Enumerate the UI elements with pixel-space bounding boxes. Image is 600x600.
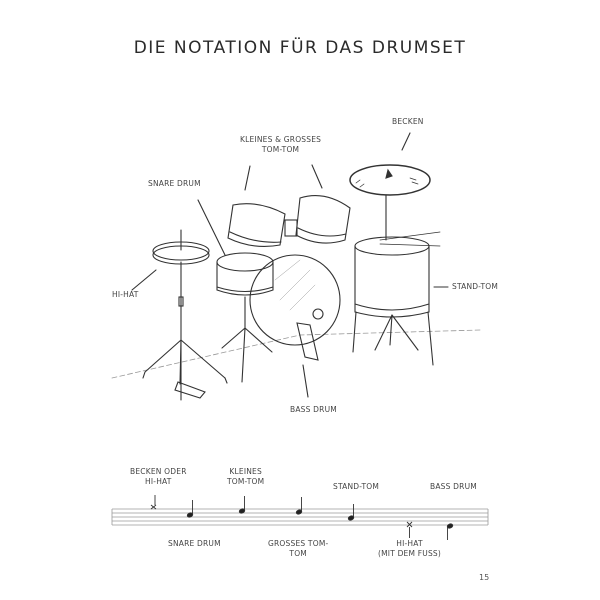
page-number: 15 <box>479 573 490 582</box>
page-title: DIE NOTATION FÜR DAS DRUMSET <box>133 38 467 58</box>
label-hihat: HI-HAT <box>112 290 139 299</box>
label-line: GROSSES TOM- <box>268 539 329 548</box>
label-stand-tom: STAND-TOM <box>452 282 499 291</box>
label-line: HI-HAT <box>145 477 172 486</box>
label-toms-line1: KLEINES & GROSSES <box>240 135 322 144</box>
notation-label-kleines-tomtom: KLEINES TOM-TOM <box>227 467 264 487</box>
notation-label-becken-hihat: BECKEN ODER HI-HAT <box>130 467 187 487</box>
label-bass-drum: BASS DRUM <box>290 405 337 414</box>
notation-label-bass-drum: BASS DRUM <box>430 482 477 491</box>
label-snare: SNARE DRUM <box>148 179 201 188</box>
notation-label-snare: SNARE DRUM <box>168 539 221 548</box>
label-line: TOM <box>289 549 307 558</box>
notation-label-hihat-foot: HI-HAT (MIT DEM FUSS) <box>378 539 441 559</box>
label-toms: KLEINES & GROSSES TOM-TOM <box>240 135 321 155</box>
label-line: BECKEN ODER <box>130 467 187 476</box>
note-becken-x <box>150 495 157 510</box>
notation-label-grosses-tomtom: GROSSES TOM- TOM <box>268 539 328 559</box>
label-toms-line2: TOM-TOM <box>261 145 300 154</box>
label-line: (MIT DEM FUSS) <box>378 549 441 558</box>
notation-label-stand-tom: STAND-TOM <box>333 482 380 491</box>
label-becken: BECKEN <box>392 117 424 126</box>
label-line: KLEINES <box>229 467 262 476</box>
label-line: HI-HAT <box>396 539 423 548</box>
label-line: TOM-TOM <box>227 477 265 486</box>
